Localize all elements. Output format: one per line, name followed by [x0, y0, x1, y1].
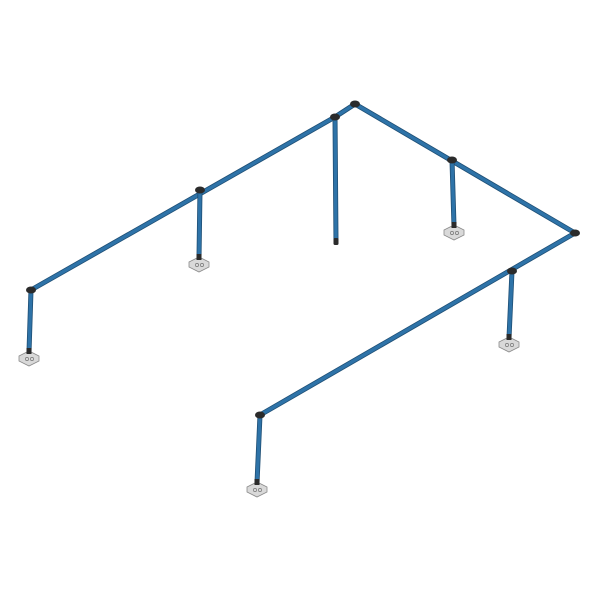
- pipe-fitting: [570, 229, 580, 237]
- pipe-run-right: [353, 102, 577, 235]
- foot-bolt-icon: [30, 357, 34, 361]
- foot-collar: [196, 254, 202, 260]
- pipe-run-left: [29, 115, 337, 292]
- foot-bolt-icon: [510, 343, 514, 347]
- pipe-drop: [255, 413, 262, 485]
- foot-collar: [26, 348, 32, 354]
- end-cap: [333, 238, 339, 245]
- foot-collar: [506, 334, 512, 340]
- pipe-fitting: [350, 100, 360, 108]
- pipe-drop: [333, 115, 338, 244]
- foot-bolt-icon: [450, 231, 454, 235]
- foot-bolt-icon: [258, 488, 262, 492]
- pipe-fitting: [255, 411, 265, 419]
- pipe-drop: [450, 158, 456, 228]
- pipe-drop: [27, 288, 33, 354]
- foot-collar: [254, 479, 260, 485]
- foot-bolt-icon: [25, 357, 29, 361]
- pipe-fitting: [330, 113, 340, 121]
- pipe-run-front: [258, 231, 577, 417]
- foot-collar: [451, 222, 457, 228]
- pipe-fitting: [26, 286, 36, 294]
- foot-bolt-icon: [455, 231, 459, 235]
- pipe-fitting: [195, 186, 205, 194]
- foot-bolt-icon: [195, 263, 199, 267]
- pipe-fitting: [447, 156, 457, 164]
- pipe-fitting: [507, 267, 517, 275]
- foot-bolt-icon: [505, 343, 509, 347]
- foot-bolt-icon: [253, 488, 257, 492]
- pipe-drop: [507, 269, 514, 340]
- pipe-drop: [197, 188, 202, 260]
- foot-bolt-icon: [200, 263, 204, 267]
